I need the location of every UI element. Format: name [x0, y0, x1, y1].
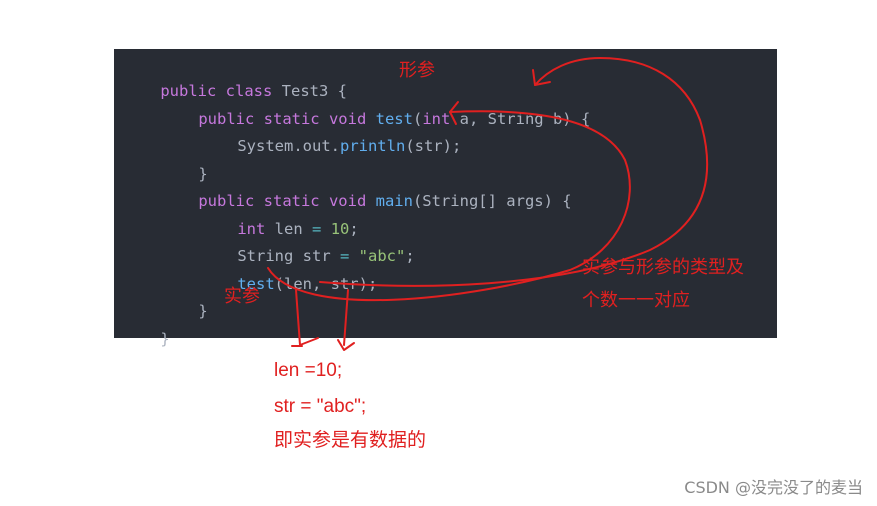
code-token: }: [160, 330, 170, 348]
code-token: (len, str);: [274, 275, 378, 293]
actual-params-label: 实参: [224, 286, 260, 307]
code-token: main: [375, 192, 413, 210]
code-line-9: }: [161, 281, 208, 341]
code-line-3: System.out.println(str);: [200, 116, 461, 176]
code-token: System.out.: [237, 137, 340, 155]
code-line-1: public class Test3 {: [123, 61, 347, 121]
code-token: println: [339, 137, 406, 155]
code-token: a, String b) {: [450, 110, 591, 128]
code-token: ;: [405, 247, 415, 265]
code-token: }: [198, 302, 208, 320]
code-token: int: [237, 220, 266, 238]
code-line-10: }: [123, 309, 170, 369]
match-note-line-1: 实参与形参的类型及: [582, 257, 744, 278]
code-token: (String[] args) {: [412, 192, 572, 210]
watermark: CSDN @没完没了的麦当: [684, 478, 863, 497]
note-actual-has-data: 即实参是有数据的: [274, 430, 427, 451]
code-line-4: }: [161, 144, 208, 204]
code-token: public class: [160, 82, 282, 100]
note-str-value: str = "abc";: [274, 396, 367, 417]
formal-params-label: 形参: [399, 60, 435, 81]
note-len-value: len =10;: [274, 360, 343, 381]
arrow-head-str: [337, 339, 355, 351]
match-note-line-2: 个数一一对应: [582, 290, 690, 311]
code-token: (str);: [405, 137, 462, 155]
code-token: }: [198, 165, 208, 183]
code-token: test: [237, 275, 275, 293]
